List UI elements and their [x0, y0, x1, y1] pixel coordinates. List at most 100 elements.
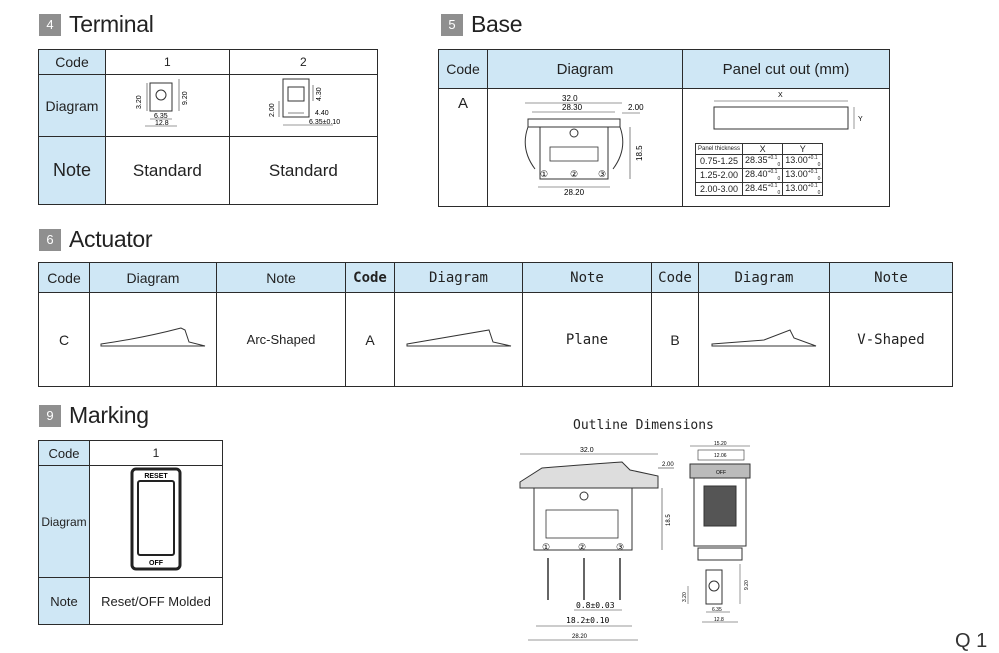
outline-title: Outline Dimensions: [573, 418, 714, 433]
svg-text:②: ②: [578, 542, 586, 552]
terminal-2-drawing: 2.00 4.30 4.40 6.35±0.10: [269, 78, 341, 126]
marking-note: Reset/OFF Molded: [89, 577, 223, 625]
marking-col-1: 1: [89, 440, 223, 466]
svg-text:28.20: 28.20: [572, 634, 588, 640]
page-corner-label: Q 1: [955, 630, 988, 652]
panel-header-thickness: Panel thickness: [694, 143, 744, 155]
terminal-section-number: 4: [39, 13, 61, 36]
actuator-diagram-arc: [89, 292, 217, 387]
svg-text:6.35: 6.35: [712, 607, 722, 613]
terminal-section-title: Terminal: [69, 11, 154, 37]
svg-text:9.20: 9.20: [182, 91, 189, 105]
svg-text:32.0: 32.0: [562, 94, 578, 103]
base-heading: 5 Base: [441, 11, 523, 38]
base-code-label: Code: [438, 49, 488, 89]
terminal-note-label: Note: [38, 136, 106, 205]
panel-header-y: Y: [782, 143, 824, 155]
marking-note-label: Note: [38, 577, 90, 625]
marking-code-label: Code: [38, 440, 90, 466]
terminal-table: Code 1 2 Diagram 3.20 9.20 6.35 12.8: [38, 49, 379, 205]
actuator-header-diagram: Diagram: [394, 262, 523, 293]
terminal-note-2: Standard: [228, 136, 379, 205]
actuator-header-code: Code: [345, 262, 395, 293]
svg-text:①: ①: [542, 542, 550, 552]
actuator-diagram-v: [698, 292, 830, 387]
marking-section-number: 9: [39, 404, 61, 427]
actuator-header-note: Note: [829, 262, 953, 293]
svg-text:28.30: 28.30: [562, 103, 583, 112]
svg-text:3.20: 3.20: [682, 592, 688, 602]
svg-text:15.20: 15.20: [714, 441, 727, 447]
terminal-diagram-2: 2.00 4.30 4.40 6.35±0.10: [228, 74, 379, 137]
svg-text:2.00: 2.00: [662, 462, 674, 468]
svg-text:OFF: OFF: [716, 470, 726, 476]
base-diagram-label: Diagram: [487, 49, 683, 89]
actuator-section-number: 6: [39, 228, 61, 251]
base-code: A: [438, 88, 488, 207]
actuator-note: Plane: [522, 292, 652, 387]
terminal-note-1: Standard: [105, 136, 230, 205]
panel-thickness-table: Panel thickness X Y 0.75-1.25 28.35+0.10…: [694, 143, 824, 197]
terminal-diagram-label: Diagram: [38, 74, 106, 137]
actuator-table: Code Diagram Note Code Diagram Note Code…: [38, 262, 953, 387]
svg-text:0.8±0.03: 0.8±0.03: [576, 601, 615, 610]
panel-row-y: 13.00+0.10: [782, 154, 824, 169]
svg-text:12.06: 12.06: [714, 453, 727, 459]
terminal-code-label: Code: [38, 49, 106, 75]
panel-cutout-drawing: X Y: [713, 92, 863, 130]
base-panel-label: Panel cut out (mm): [682, 49, 890, 89]
actuator-header-diagram: Diagram: [698, 262, 830, 293]
svg-text:6.35±0.10: 6.35±0.10: [309, 119, 340, 126]
svg-text:32.0: 32.0: [580, 447, 594, 454]
actuator-diagram-plane: [394, 292, 523, 387]
svg-text:2.00: 2.00: [269, 103, 276, 117]
marking-section-title: Marking: [69, 402, 149, 428]
base-diagram: 32.0 28.30 2.00 ① ② ③ 18.5 28.20: [487, 88, 683, 207]
v-actuator-drawing: [711, 329, 817, 347]
actuator-section-title: Actuator: [69, 226, 153, 252]
svg-text:18.5: 18.5: [635, 145, 644, 161]
panel-header-x: X: [742, 143, 784, 155]
svg-text:18.2±0.10: 18.2±0.10: [566, 616, 610, 625]
svg-text:Y: Y: [858, 116, 863, 123]
panel-row-y: 13.00+0.10: [782, 167, 824, 183]
outline-side-view: 15.20 12.06 OFF 3.20 9.20 6.35 12.8: [682, 441, 751, 623]
actuator-code: C: [38, 292, 90, 387]
actuator-header-code: Code: [651, 262, 699, 293]
plane-actuator-drawing: [406, 329, 511, 347]
svg-text:①: ①: [540, 169, 548, 179]
base-drawing: 32.0 28.30 2.00 ① ② ③ 18.5 28.20: [524, 94, 644, 197]
panel-row-thickness: 0.75-1.25: [694, 154, 744, 169]
svg-text:RESET: RESET: [144, 473, 168, 480]
actuator-header-note: Note: [522, 262, 652, 293]
svg-text:4.40: 4.40: [315, 110, 329, 117]
actuator-header-code: Code: [38, 262, 90, 293]
arc-actuator-drawing: [100, 327, 206, 347]
actuator-header-note: Note: [216, 262, 346, 293]
marking-switch-drawing: RESET OFF: [130, 467, 182, 571]
marking-heading: 9 Marking: [39, 402, 149, 429]
svg-text:12.8: 12.8: [714, 617, 724, 623]
panel-row-x: 28.45+0.10: [742, 181, 784, 197]
panel-row-thickness: 2.00-3.00: [694, 181, 744, 197]
base-panel-cutout: X Y Panel thickness X Y 0.75-1.25 28.35+…: [682, 88, 890, 207]
actuator-note: V-Shaped: [829, 292, 953, 387]
marking-diagram-label: Diagram: [38, 465, 90, 578]
marking-diagram: RESET OFF: [89, 465, 223, 578]
panel-row-x: 28.35+0.10: [742, 154, 784, 169]
terminal-1-drawing: 3.20 9.20 6.35 12.8: [136, 79, 189, 127]
svg-text:6.35: 6.35: [154, 113, 168, 120]
outline-front-view: 32.0 2.00 ① ② ③ 18.5 0.8±0.03 18.2±0.10 …: [519, 447, 674, 641]
terminal-col-2: 2: [228, 49, 379, 75]
svg-text:12.8: 12.8: [155, 120, 169, 127]
svg-text:②: ②: [570, 169, 578, 179]
panel-row-y: 13.00+0.10: [782, 181, 824, 197]
svg-text:X: X: [778, 92, 783, 99]
base-section-number: 5: [441, 13, 463, 36]
svg-text:3.20: 3.20: [136, 95, 143, 109]
actuator-code: B: [651, 292, 699, 387]
terminal-diagram-1: 3.20 9.20 6.35 12.8: [105, 74, 230, 137]
actuator-code: A: [345, 292, 395, 387]
svg-text:4.30: 4.30: [316, 87, 323, 101]
terminal-heading: 4 Terminal: [39, 11, 154, 38]
